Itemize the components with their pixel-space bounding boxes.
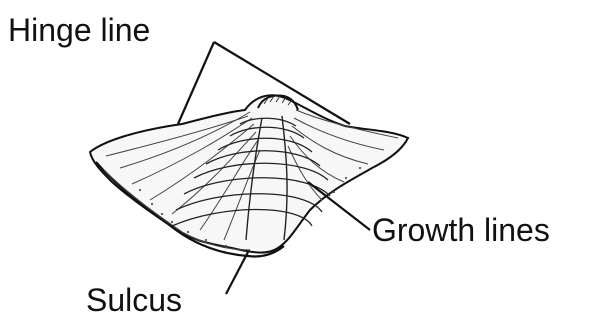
label-hinge-line: Hinge line (8, 14, 150, 46)
leader-hinge-left (178, 42, 214, 124)
leader-growth (308, 182, 370, 230)
leader-sulcus (226, 252, 248, 294)
shell-outline (90, 95, 408, 252)
label-sulcus: Sulcus (86, 284, 182, 316)
label-growth-lines: Growth lines (372, 214, 550, 246)
